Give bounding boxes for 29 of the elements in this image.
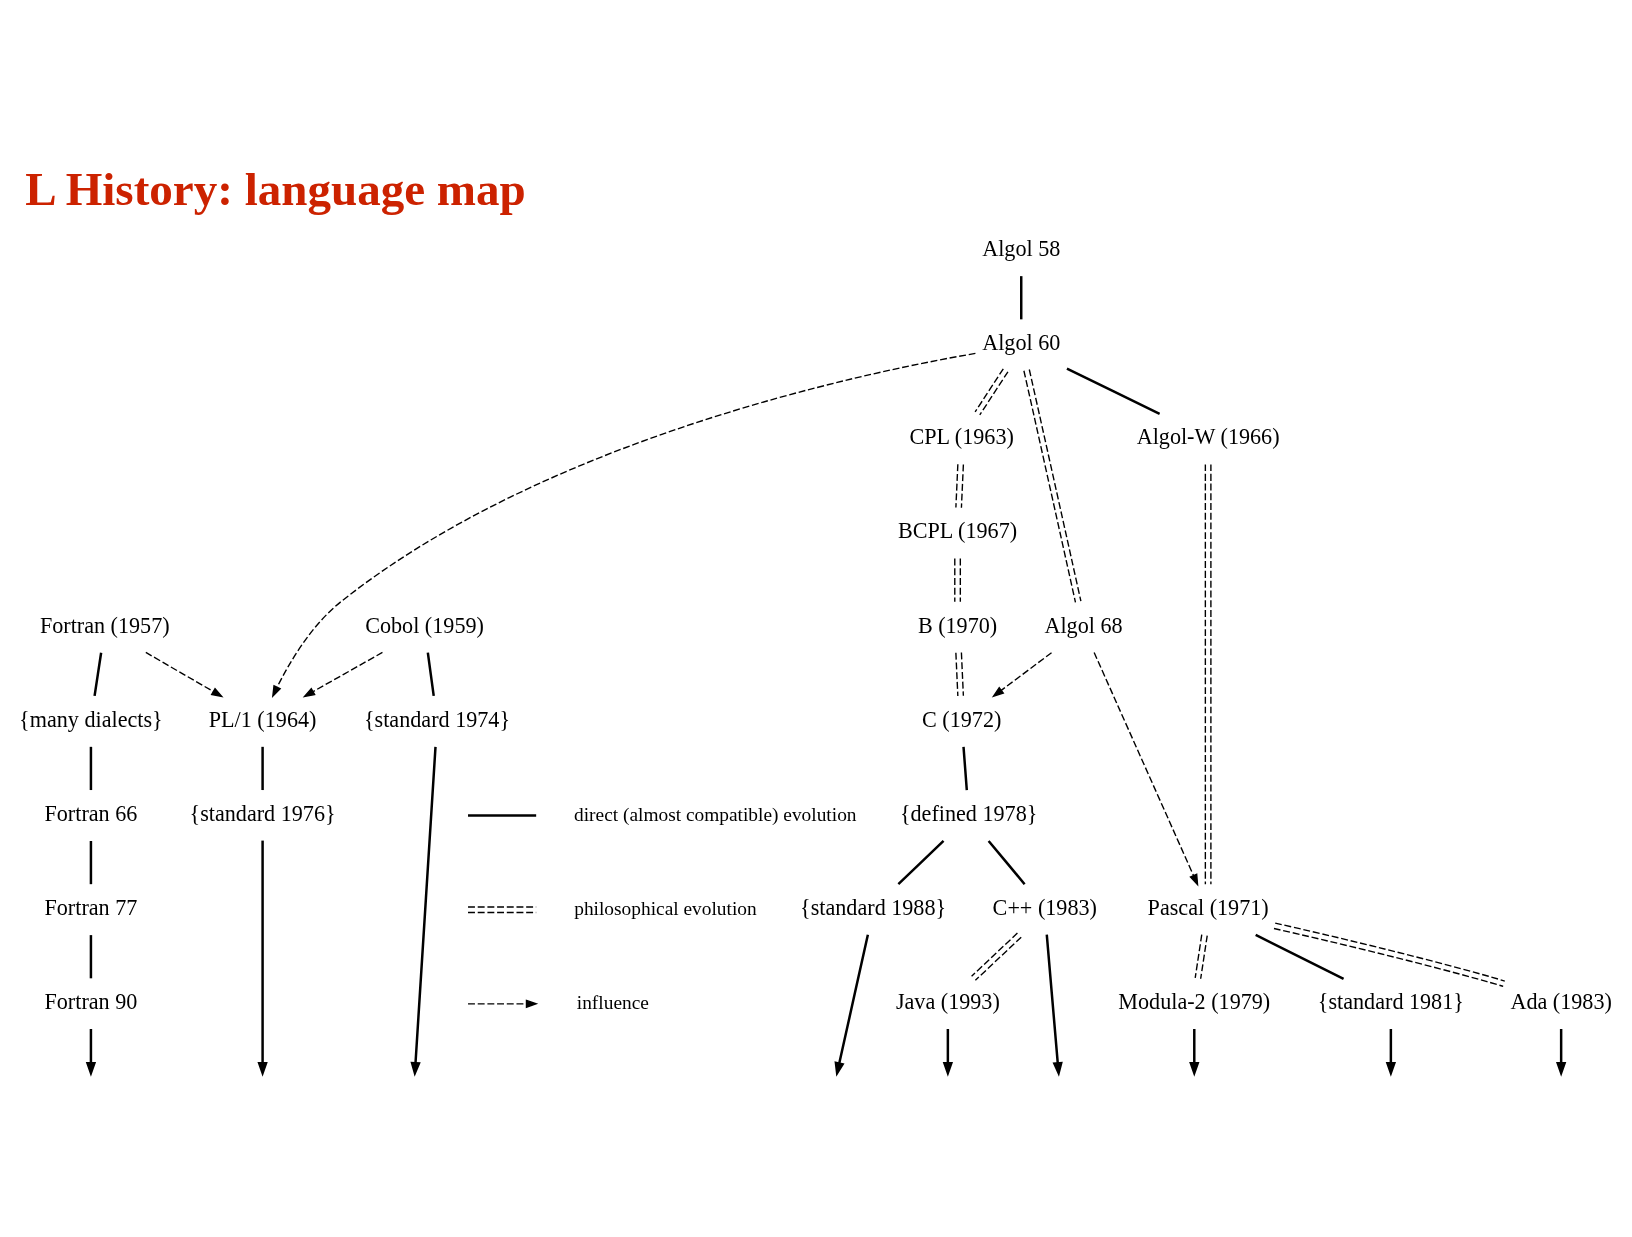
node-text: Algol-W (1966) [1136, 423, 1280, 449]
node-text: Modula-2 (1979) [1118, 988, 1271, 1014]
node-text: Pascal (1971) [1147, 894, 1269, 920]
node-text: B (1970) [917, 612, 998, 638]
node-text: {standard 1974} [363, 706, 511, 732]
node-text: Java (1993) [895, 988, 1000, 1014]
legend-label: philosophical evolution [574, 897, 757, 919]
node-text: {standard 1976} [189, 800, 336, 826]
node-text: {many dialects} [19, 706, 163, 732]
node-text: {standard 1981} [1317, 988, 1464, 1014]
node-text: Algol 68 [1044, 612, 1123, 638]
node-text: Fortran 77 [44, 894, 138, 920]
node-text: Ada (1983) [1510, 988, 1612, 1014]
node-text: C (1972) [922, 706, 1002, 732]
node-text: Fortran 90 [44, 988, 138, 1014]
node-text: Fortran 66 [44, 800, 138, 826]
node-text: {standard 1988} [800, 894, 947, 920]
node-text: Algol 60 [982, 329, 1061, 355]
node-text: C++ (1983) [992, 894, 1097, 920]
node-text: CPL (1963) [909, 423, 1014, 449]
node-text: BCPL (1967) [897, 517, 1018, 543]
legend-label: direct (almost compatible) evolution [574, 803, 857, 825]
legend-label: influence [576, 991, 649, 1013]
node-text: {defined 1978} [899, 800, 1038, 826]
node-text: Cobol (1959) [365, 612, 484, 638]
diagram-title: L History: language map [25, 162, 526, 215]
node-text: Fortran (1957) [39, 612, 170, 638]
node-text: Algol 58 [982, 235, 1061, 261]
node-text: PL/1 (1964) [208, 706, 317, 732]
